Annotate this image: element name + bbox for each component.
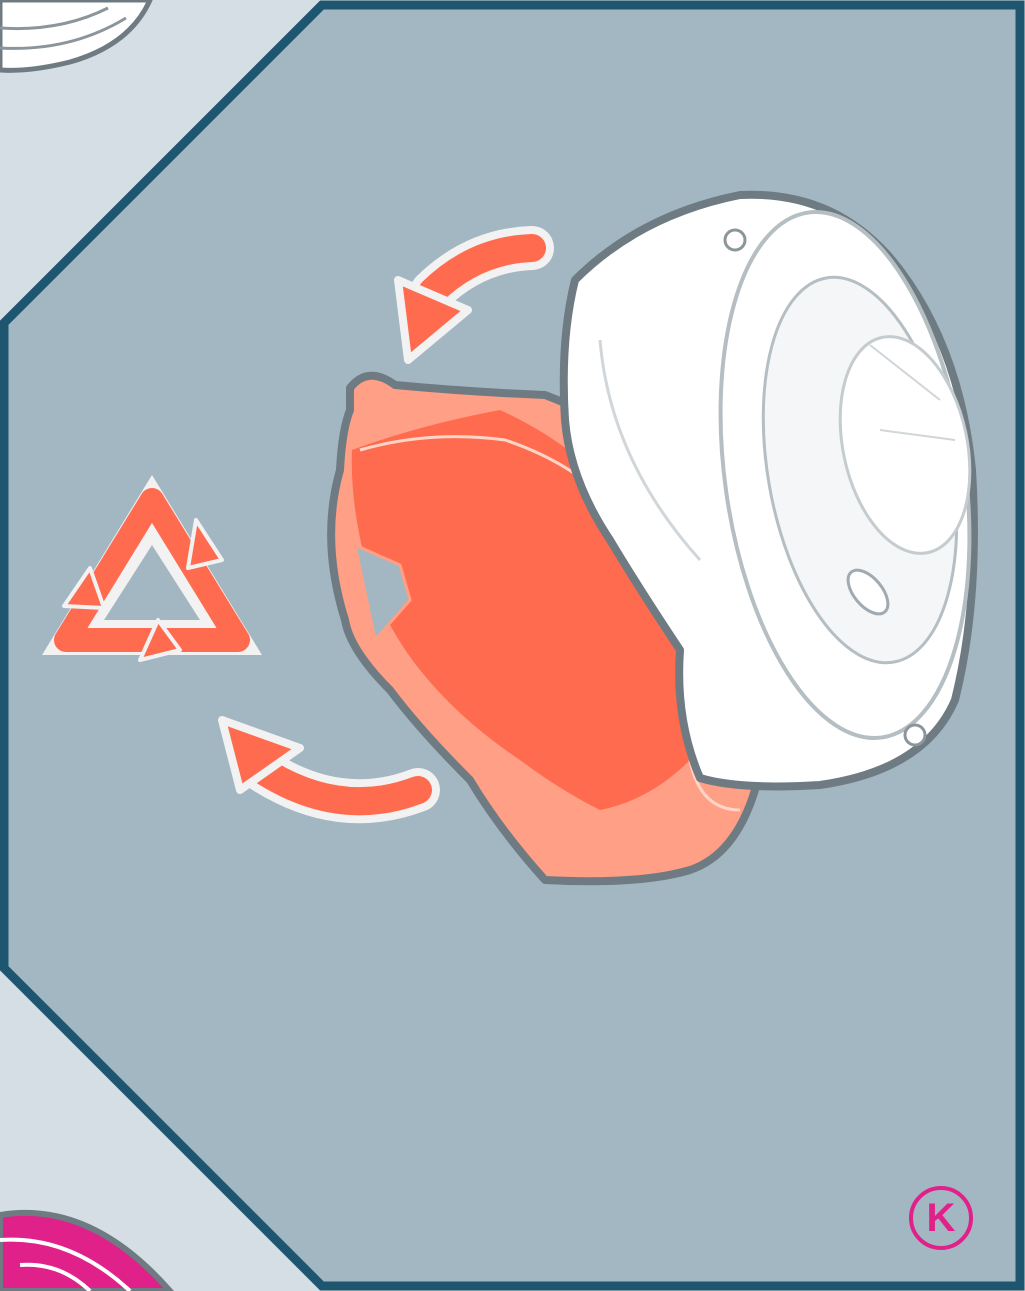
adjacent-part-bottom-left: [0, 1213, 170, 1291]
adjacent-part-top-left: [0, 0, 150, 70]
step-label: K: [909, 1186, 973, 1250]
